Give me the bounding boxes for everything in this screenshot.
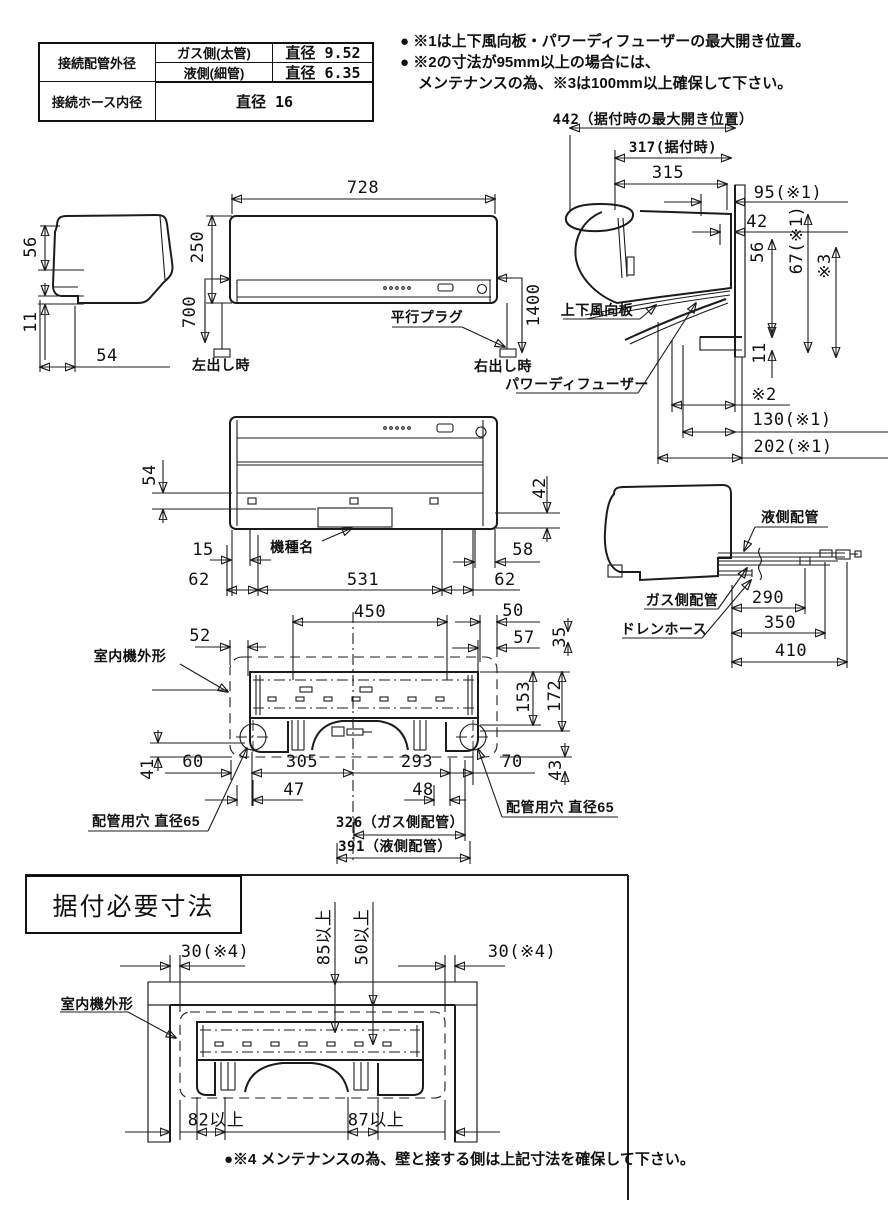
dim-293: 293: [400, 752, 434, 772]
dim-1400: 1400: [524, 283, 544, 327]
mounting-plate-view-drawing: [88, 612, 618, 864]
spec-hose-value: 直径 16: [155, 81, 374, 122]
dim-30-left: 30(※4): [180, 942, 250, 962]
dim-54-side: 54: [96, 346, 118, 366]
dim-62-left: 62: [188, 570, 210, 590]
dim-43: 43: [546, 759, 566, 781]
dim-note3: ※3: [815, 253, 835, 279]
label-vane: 上下風向板: [560, 302, 634, 318]
dim-56-side: 56: [21, 236, 41, 258]
spec-row-outer-diameter: 接続配管外径: [38, 42, 156, 82]
label-pipe-hole-left: 配管用穴 直径65: [92, 813, 200, 829]
dim-87-min: 87以上: [347, 1110, 405, 1131]
spec-liquid-side: 液側(細管): [155, 62, 273, 83]
dim-70: 70: [501, 752, 523, 772]
dim-48: 48: [412, 780, 434, 800]
front-view-drawing: [205, 194, 522, 358]
label-drain-hose: ドレンホース: [620, 621, 708, 637]
label-indoor-unit-outline-2: 室内機外形: [60, 996, 134, 1012]
dim-326-gas: 326（ガス側配管）: [335, 815, 465, 831]
label-parallel-plug: 平行プラグ: [390, 309, 464, 325]
pipe-side-view-drawing: [603, 483, 862, 668]
note-4: ●※4 メンテナンスの為、壁と接する側は上記寸法を確保して下さい。: [224, 1151, 695, 1168]
label-pipe-hole-right: 配管用穴 直径65: [506, 799, 614, 815]
note-2b: メンテナンスの為、※3は100mm以上確保して下さい。: [418, 75, 793, 92]
spec-gas-value: 直径 9.52: [272, 42, 374, 63]
install-section-title: 据付必要寸法: [25, 875, 242, 934]
install-section-drawing: [25, 874, 629, 1200]
dim-54-rear: 54: [140, 464, 160, 486]
dim-728: 728: [346, 178, 380, 198]
dim-95: 95(※1): [753, 183, 823, 203]
dim-202: 202(※1): [753, 437, 833, 457]
spec-row-hose: 接続ホース内径: [38, 81, 156, 122]
note-1: ● ※1は上下風向板・パワーディフューザーの最大開き位置。: [400, 33, 811, 50]
dim-317: 317(据付時): [628, 140, 718, 156]
dim-52: 52: [189, 626, 211, 646]
label-gas-pipe: ガス側配管: [645, 592, 719, 608]
dim-250: 250: [188, 230, 208, 264]
dim-note2: ※2: [751, 385, 777, 405]
spec-liquid-value: 直径 6.35: [272, 62, 374, 83]
note-2: ● ※2の寸法が95mm以上の場合には、: [400, 54, 660, 71]
dim-58: 58: [512, 540, 534, 560]
dim-350: 350: [763, 613, 797, 633]
dim-50-min: 50以上: [352, 908, 373, 966]
dim-67: 67(※1): [787, 205, 807, 275]
dim-57: 57: [513, 628, 535, 648]
side-view-drawing: [38, 213, 174, 372]
label-right-outlet: 右出し時: [474, 358, 532, 374]
dim-47: 47: [283, 780, 305, 800]
spec-gas-side: ガス側(太管): [155, 42, 273, 63]
spec-table: 接続配管外径 ガス側(太管) 直径 9.52 液側(細管) 直径 6.35 接続…: [38, 42, 374, 122]
dim-41: 41: [138, 758, 158, 780]
label-liquid-pipe: 液側配管: [761, 509, 819, 525]
dim-172: 172: [545, 679, 565, 713]
dim-11-right-view: 11: [750, 342, 770, 364]
dim-30-right: 30(※4): [487, 942, 557, 962]
dim-82-min: 82以上: [187, 1110, 245, 1131]
label-indoor-unit-outline: 室内機外形: [93, 648, 167, 664]
label-left-outlet: 左出し時: [192, 357, 250, 373]
dim-305: 305: [285, 752, 319, 772]
dim-60: 60: [182, 752, 204, 772]
dim-130: 130(※1): [752, 410, 832, 430]
dim-391-liquid: 391（液側配管）: [338, 839, 452, 855]
right-side-view-drawing: [516, 128, 888, 464]
rear-view-drawing: [152, 416, 560, 596]
label-model-name: 機種名: [270, 539, 314, 555]
dim-153: 153: [514, 680, 534, 714]
dim-42-rear: 42: [530, 477, 550, 499]
dim-410: 410: [774, 641, 808, 661]
dim-50: 50: [502, 601, 524, 621]
dim-531: 531: [346, 570, 380, 590]
dim-450: 450: [353, 602, 387, 622]
dim-315: 315: [651, 163, 685, 183]
dim-290: 290: [751, 588, 785, 608]
dim-35: 35: [550, 626, 570, 648]
dim-442: 442（据付時の最大開き位置）: [552, 112, 754, 128]
dim-42-right-view: 42: [746, 212, 768, 232]
dim-85-min: 85以上: [314, 908, 335, 966]
label-power-diffuser: パワーディフューザー: [505, 376, 649, 392]
dim-62-right: 62: [494, 570, 516, 590]
dim-15: 15: [192, 540, 214, 560]
dim-700: 700: [180, 295, 200, 329]
dim-11-side: 11: [21, 311, 41, 333]
dim-56-right-view: 56: [748, 241, 768, 263]
